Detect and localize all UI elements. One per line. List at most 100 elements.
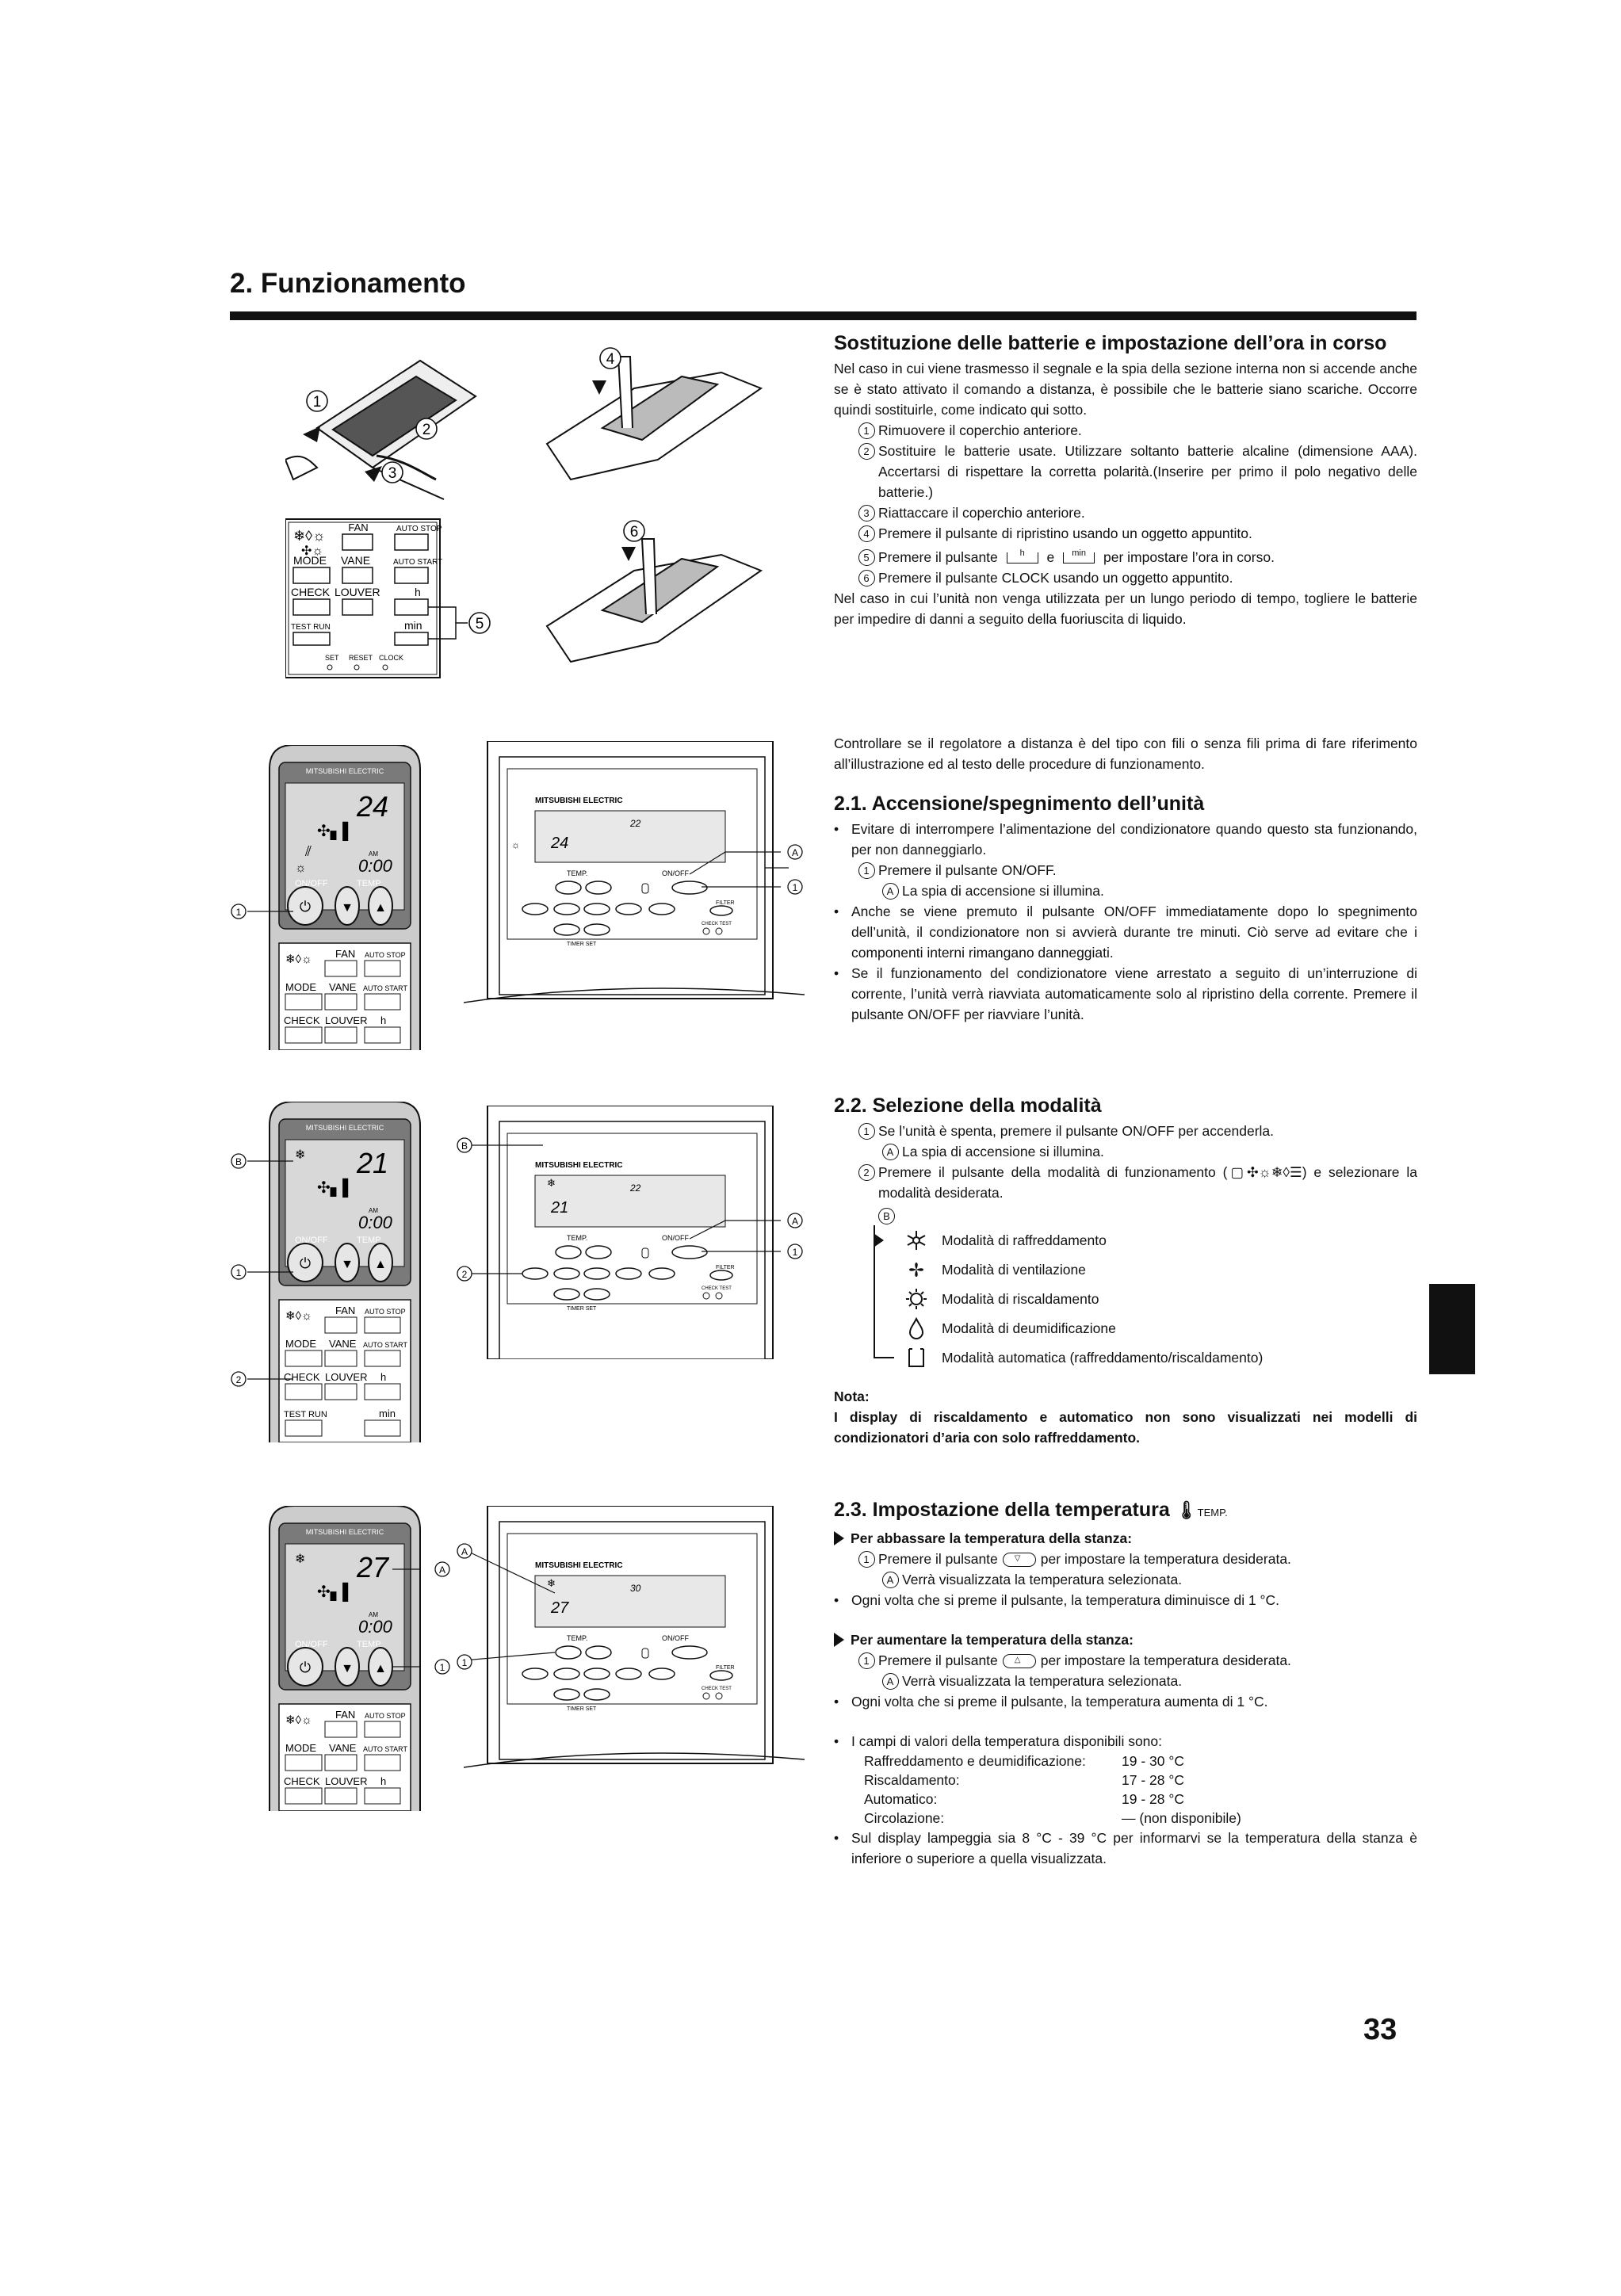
temp-down-button[interactable] [555, 881, 582, 895]
timer-up-button[interactable] [583, 1688, 610, 1701]
vane-button[interactable] [342, 567, 373, 584]
auto-start-button[interactable] [394, 567, 429, 584]
remote-button-panel [285, 518, 441, 678]
temp-down-button[interactable] [335, 1647, 360, 1687]
auto-stop-button[interactable] [364, 960, 401, 977]
timer-button[interactable] [583, 1267, 610, 1280]
test-button[interactable] [715, 927, 723, 935]
clock-hole[interactable] [382, 664, 388, 670]
auto-start-button[interactable] [364, 1350, 401, 1367]
louver-button[interactable] [324, 1787, 357, 1805]
timer-down-button[interactable] [553, 923, 580, 936]
temp-down-button[interactable] [335, 886, 360, 926]
check-button[interactable] [702, 1292, 710, 1300]
auto-stop-button[interactable] [364, 1721, 401, 1738]
timer-down-button[interactable] [553, 1288, 580, 1301]
fan-button[interactable] [324, 1316, 357, 1334]
timer-button[interactable] [583, 1668, 610, 1680]
auto-stop-button[interactable] [364, 1316, 401, 1334]
timer-up-button[interactable] [583, 923, 610, 936]
temp-up-button[interactable] [585, 1645, 612, 1660]
hour-button[interactable] [394, 598, 429, 616]
test-run-button[interactable] [285, 1419, 323, 1437]
fan-button[interactable] [553, 1267, 580, 1280]
filter-button[interactable] [709, 1670, 733, 1681]
temp-down-button[interactable] [335, 1243, 360, 1282]
check-button[interactable] [285, 1026, 323, 1044]
mode-button[interactable] [285, 1350, 323, 1367]
timer-down-button[interactable] [553, 1688, 580, 1701]
svg-text:B: B [235, 1156, 242, 1167]
vane-button[interactable] [324, 1350, 357, 1367]
mode-button[interactable] [522, 903, 549, 915]
onoff-button[interactable] [671, 1245, 708, 1259]
fan-button[interactable] [553, 1668, 580, 1680]
vane-button[interactable] [324, 1754, 357, 1771]
minute-button[interactable] [364, 1419, 401, 1437]
temp-up-button[interactable] [585, 1245, 612, 1259]
onoff-button[interactable] [671, 881, 708, 895]
temp-ranges-table: Raffreddamento e deumidificazione:19 - 3… [864, 1752, 1241, 1828]
timer-up-button[interactable] [583, 1288, 610, 1301]
vane-button[interactable] [615, 1267, 642, 1280]
mode-button[interactable] [522, 1267, 549, 1280]
onoff-button[interactable] [287, 886, 323, 926]
mode-button[interactable] [292, 567, 331, 584]
temp-up-button[interactable] [368, 1243, 393, 1282]
mode-icons: ❄◊☼ [285, 953, 312, 966]
reset-hole[interactable] [354, 664, 360, 670]
filter-button[interactable] [709, 905, 733, 916]
test-button[interactable] [715, 1692, 723, 1700]
auto-start-button[interactable] [364, 1754, 401, 1771]
check-button[interactable] [285, 1383, 323, 1400]
vane-button[interactable] [615, 1668, 642, 1680]
vane-button[interactable] [615, 903, 642, 915]
hour-button[interactable] [364, 1383, 401, 1400]
filter-button[interactable] [709, 1270, 733, 1281]
check-button[interactable] [292, 598, 331, 616]
marker-6: 6 [623, 520, 645, 542]
check-button[interactable] [702, 927, 710, 935]
power-lamp [641, 1648, 649, 1659]
fan-speed-icon: ✣▖▌ [317, 1582, 354, 1603]
auto-start-button[interactable] [364, 993, 401, 1010]
mode-button[interactable] [285, 1754, 323, 1771]
temp-up-button[interactable] [585, 881, 612, 895]
hour-button[interactable] [364, 1787, 401, 1805]
svg-text:1: 1 [793, 882, 798, 893]
fan-button[interactable] [324, 1721, 357, 1738]
onoff-button[interactable] [287, 1243, 323, 1282]
check-button[interactable] [702, 1692, 710, 1700]
mode-icons: ❄◊☼ [285, 1713, 312, 1727]
set-hole[interactable] [327, 664, 333, 670]
check-button[interactable] [285, 1787, 323, 1805]
mode-button[interactable] [522, 1668, 549, 1680]
fan-button[interactable] [553, 903, 580, 915]
temp-down-button[interactable] [555, 1645, 582, 1660]
louver-button[interactable] [342, 598, 373, 616]
hour-button[interactable] [364, 1026, 401, 1044]
louver-button[interactable] [324, 1026, 357, 1044]
test-run-button[interactable] [292, 632, 331, 646]
auto-stop-button[interactable] [394, 533, 429, 551]
mode-button[interactable] [285, 993, 323, 1010]
louver-button[interactable] [648, 1668, 675, 1680]
onoff-button[interactable] [287, 1647, 323, 1687]
marker-5: 5 [468, 612, 491, 634]
temp-up-button[interactable] [368, 886, 393, 926]
onoff-button[interactable] [671, 1645, 708, 1660]
fan-button[interactable] [342, 533, 373, 551]
temp-down-button[interactable] [555, 1245, 582, 1259]
triangle-icon [874, 1232, 884, 1247]
test-button[interactable] [715, 1292, 723, 1300]
down-arrow-icon: ▼ [341, 901, 354, 915]
louver-button[interactable] [648, 903, 675, 915]
louver-button[interactable] [648, 1267, 675, 1280]
vane-button[interactable] [324, 993, 357, 1010]
minute-button[interactable] [394, 632, 429, 646]
timer-button[interactable] [583, 903, 610, 915]
louver-button[interactable] [324, 1383, 357, 1400]
fan-button[interactable] [324, 960, 357, 977]
